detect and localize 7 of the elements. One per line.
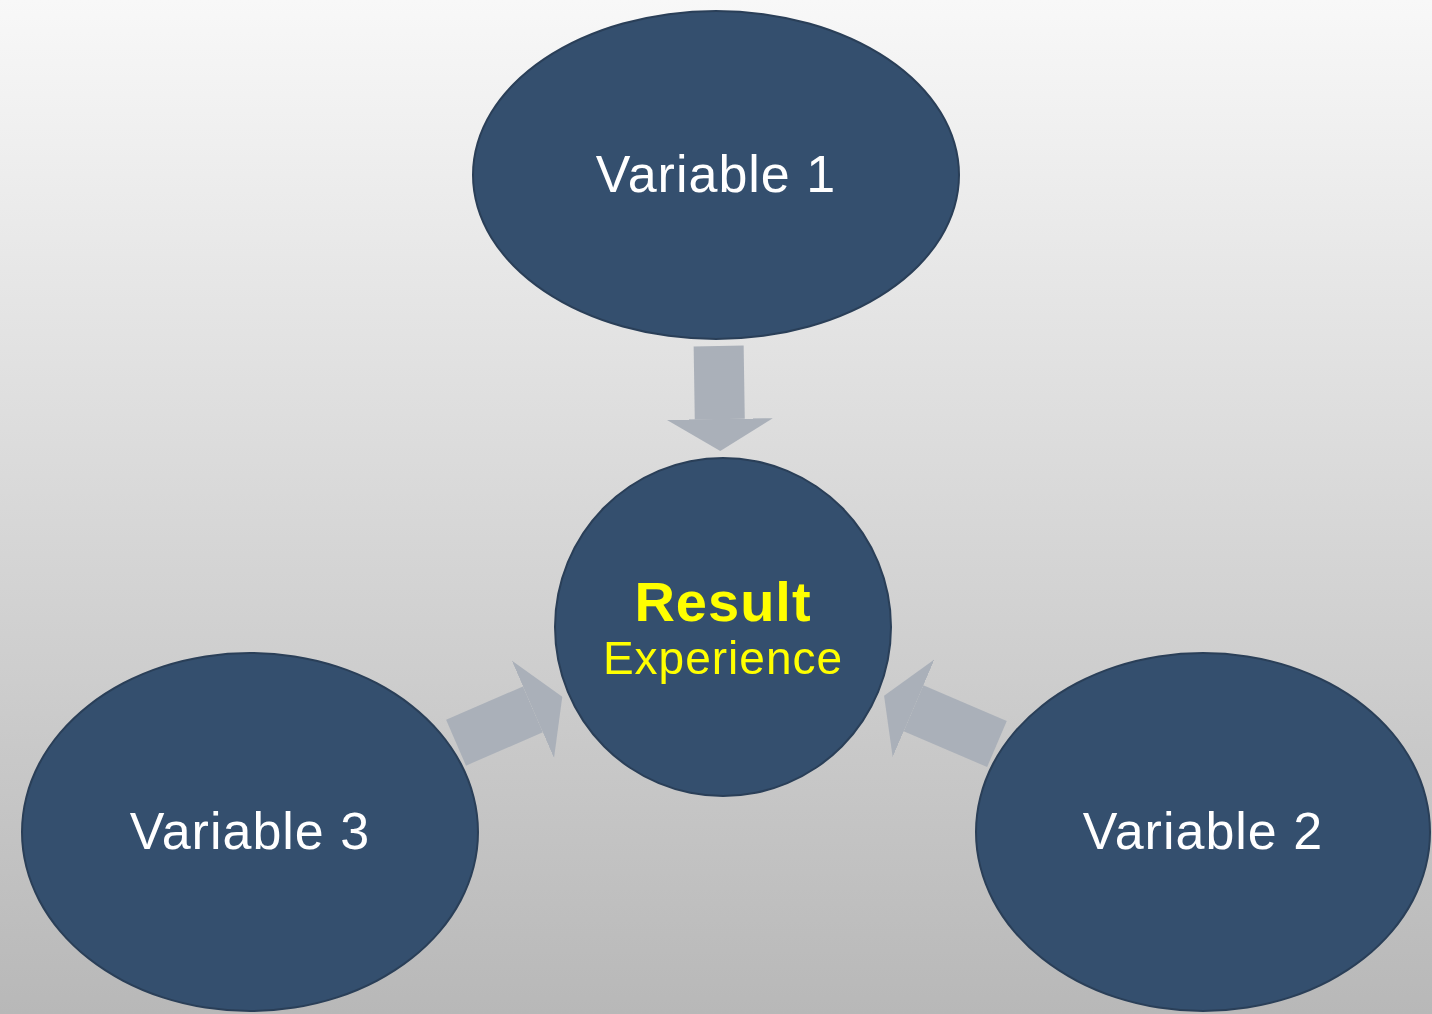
result-subtitle: Experience bbox=[602, 632, 844, 684]
node-label: Variable 3 bbox=[129, 803, 371, 861]
block-arrow bbox=[666, 345, 773, 451]
result-heading: Result bbox=[634, 570, 812, 633]
block-arrow bbox=[884, 659, 1007, 767]
node-label: Variable 1 bbox=[595, 146, 837, 204]
node-label: Variable 2 bbox=[1082, 803, 1324, 861]
